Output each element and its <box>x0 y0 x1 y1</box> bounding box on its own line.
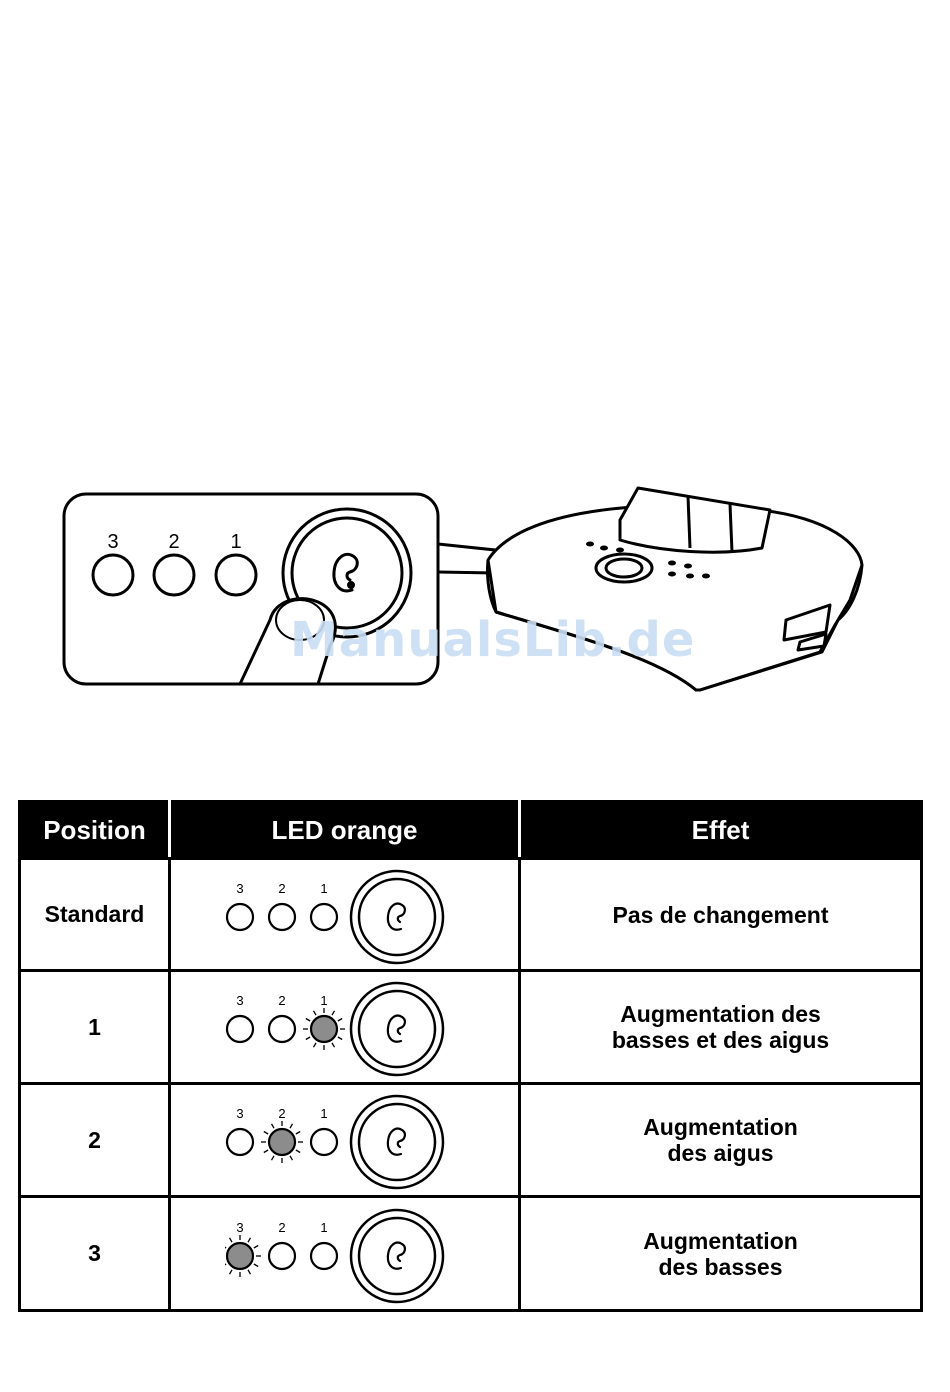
effect-line: des basses <box>521 1254 920 1280</box>
inset-led-2 <box>154 555 194 595</box>
inset-led-label: 2 <box>168 531 179 553</box>
position-cell: 1 <box>20 971 170 1084</box>
led-off <box>311 1243 337 1269</box>
led-number-label: 2 <box>278 1220 285 1235</box>
led-indicator-graphic: 3 2 1 <box>225 1090 465 1190</box>
led-cell: 3 2 1 <box>170 1197 520 1311</box>
led-number-label: 1 <box>320 993 327 1008</box>
led-number-label: 2 <box>278 993 285 1008</box>
led-cell: 3 2 1 <box>170 1084 520 1197</box>
header-led: LED orange <box>170 802 520 859</box>
led-off <box>311 1129 337 1155</box>
sound-button-graphic <box>351 983 443 1075</box>
inset-led-label: 1 <box>230 531 241 553</box>
watermark-text: ManualsLib.de <box>290 612 670 668</box>
position-cell: Standard <box>20 859 170 971</box>
led-number-label: 3 <box>236 1220 243 1235</box>
led-number-label: 2 <box>278 881 285 896</box>
led-number-label: 3 <box>236 881 243 896</box>
sound-button-graphic <box>351 1210 443 1302</box>
led-off <box>227 1016 253 1042</box>
led-lit <box>227 1243 253 1269</box>
effect-line: Augmentation des <box>521 1001 920 1027</box>
led-number-label: 1 <box>320 1106 327 1121</box>
led-lit <box>311 1016 337 1042</box>
sound-button-graphic <box>351 1096 443 1188</box>
effect-line: des aigus <box>521 1140 920 1166</box>
led-indicator-graphic: 3 2 1 <box>225 1204 465 1304</box>
led-number-label: 2 <box>278 1106 285 1121</box>
position-cell: 3 <box>20 1197 170 1311</box>
led-off <box>269 1016 295 1042</box>
led-off <box>227 904 253 930</box>
position-cell: 2 <box>20 1084 170 1197</box>
led-lit <box>269 1129 295 1155</box>
inset-led-1 <box>216 555 256 595</box>
inset-led-label: 3 <box>107 531 118 553</box>
led-indicator-graphic: 3 2 1 <box>225 977 465 1077</box>
led-off <box>311 904 337 930</box>
effect-line: Pas de changement <box>521 902 920 928</box>
led-number-label: 3 <box>236 1106 243 1121</box>
led-number-label: 1 <box>320 881 327 896</box>
led-number-label: 3 <box>236 993 243 1008</box>
sound-button-graphic <box>351 871 443 963</box>
effect-line: Augmentation <box>521 1228 920 1254</box>
led-cell: 3 2 1 <box>170 859 520 971</box>
header-effect: Effet <box>520 802 922 859</box>
header-position: Position <box>20 802 170 859</box>
effect-line: Augmentation <box>521 1114 920 1140</box>
led-off <box>269 904 295 930</box>
effect-cell: Pas de changement <box>520 859 922 971</box>
effect-line: basses et des aigus <box>521 1027 920 1053</box>
led-off <box>269 1243 295 1269</box>
led-indicator-graphic: 3 2 1 <box>225 865 465 965</box>
table-header-row: Position LED orange Effet <box>20 802 922 859</box>
inset-led-3 <box>93 555 133 595</box>
led-off <box>227 1129 253 1155</box>
led-cell: 3 2 1 <box>170 971 520 1084</box>
led-number-label: 1 <box>320 1220 327 1235</box>
